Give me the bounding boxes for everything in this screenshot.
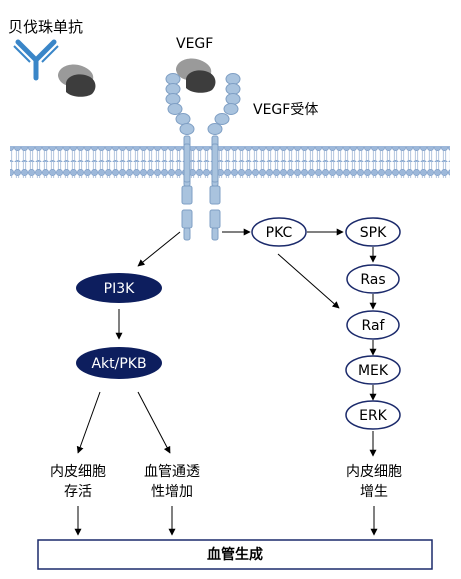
svg-text:Raf: Raf: [362, 318, 386, 334]
outcome-survival: 内皮细胞 存活: [50, 464, 106, 500]
svg-text:血管通透: 血管通透: [144, 464, 200, 480]
node-pkc: PKC: [251, 217, 307, 247]
svg-text:增生: 增生: [360, 484, 388, 500]
receptor-transmembrane: [183, 143, 219, 183]
vegf-molecule-icon: [58, 64, 96, 97]
node-mek: MEK: [345, 355, 401, 385]
vegf-label: VEGF: [176, 36, 213, 52]
outcome-permeability: 血管通透 性增加: [144, 464, 200, 500]
svg-text:存活: 存活: [64, 484, 92, 500]
cell-membrane: [10, 146, 450, 178]
svg-text:SPK: SPK: [360, 225, 387, 241]
node-erk: ERK: [345, 400, 401, 430]
arrow-akt-permeability: [137, 391, 171, 454]
angiogenesis-box: 血管生成: [37, 539, 433, 570]
vegf-molecule-icon: [176, 58, 216, 93]
node-spk: SPK: [345, 217, 401, 247]
node-akt: Akt/PKB: [76, 347, 162, 379]
outcome-proliferation: 内皮细胞 增生: [346, 464, 402, 500]
svg-text:ERK: ERK: [359, 408, 388, 424]
node-raf: Raf: [346, 310, 400, 340]
svg-text:内皮细胞: 内皮细胞: [50, 464, 106, 480]
arrow-receptor-pi3k: [137, 231, 181, 267]
svg-text:PI3K: PI3K: [104, 281, 135, 297]
svg-text:Ras: Ras: [360, 272, 385, 288]
svg-text:血管生成: 血管生成: [207, 546, 263, 563]
node-ras: Ras: [346, 264, 400, 294]
svg-text:Akt/PKB: Akt/PKB: [91, 356, 146, 372]
arrow-pkc-raf: [277, 253, 340, 309]
arrow-akt-survival: [76, 391, 101, 454]
receptor-label: VEGF受体: [253, 102, 318, 118]
drug-label: 贝伐珠单抗: [8, 18, 83, 36]
svg-text:MEK: MEK: [358, 363, 389, 379]
svg-text:内皮细胞: 内皮细胞: [346, 464, 402, 480]
node-pi3k: PI3K: [76, 273, 162, 303]
svg-text:PKC: PKC: [266, 225, 293, 241]
antibody-icon: [13, 39, 59, 81]
svg-text:性增加: 性增加: [151, 484, 193, 500]
